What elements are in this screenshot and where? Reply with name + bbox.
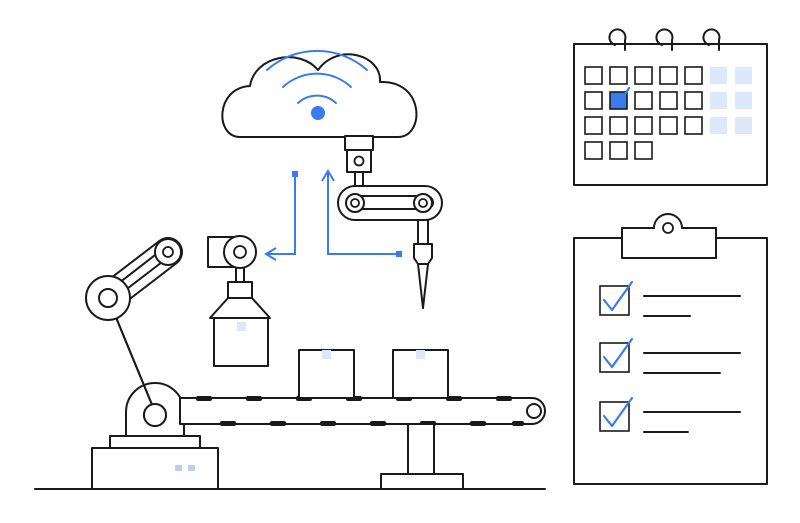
calendar-day — [735, 117, 752, 134]
conveyor-belt-icon — [179, 396, 546, 490]
calendar-day — [710, 67, 727, 84]
checklist-item — [599, 280, 741, 317]
checklist-item — [599, 337, 741, 374]
gripper-icon — [209, 267, 271, 319]
calendar-day — [584, 116, 603, 135]
calendar-day — [684, 66, 703, 85]
calendar-day — [684, 116, 703, 135]
check-icon — [602, 396, 634, 428]
calendar-day — [634, 141, 653, 160]
calendar-grid — [584, 66, 752, 160]
calendar-day — [634, 116, 653, 135]
calendar-day — [659, 66, 678, 85]
calendar-day — [634, 66, 653, 85]
calendar-day — [634, 91, 653, 110]
package-box-icon — [392, 349, 449, 399]
checklist — [599, 280, 741, 433]
calendar-day — [684, 91, 703, 110]
cloud-wifi-icon — [221, 49, 418, 138]
data-flow-arrows — [264, 169, 402, 261]
calendar-day — [710, 92, 727, 109]
calendar-day — [584, 91, 603, 110]
wifi-icon — [266, 49, 368, 120]
calendar-day — [659, 116, 678, 135]
check-icon — [602, 280, 634, 312]
calendar-day — [609, 141, 628, 160]
calendar-day — [609, 66, 628, 85]
checkbox — [599, 285, 630, 316]
calendar-day — [735, 92, 752, 109]
checklist-item — [599, 396, 741, 433]
needle-tool-icon — [337, 135, 443, 309]
calendar-day — [584, 141, 603, 160]
calendar-day — [609, 116, 628, 135]
calendar-day — [659, 91, 678, 110]
clipboard-checklist-icon — [573, 213, 768, 485]
calendar-day — [584, 66, 603, 85]
calendar-day — [710, 117, 727, 134]
calendar-day — [735, 67, 752, 84]
robot-arm-icon — [85, 235, 257, 490]
package-box-icon — [213, 317, 269, 367]
package-box-icon — [298, 349, 355, 399]
calendar-icon — [573, 28, 768, 186]
check-icon — [602, 337, 634, 369]
